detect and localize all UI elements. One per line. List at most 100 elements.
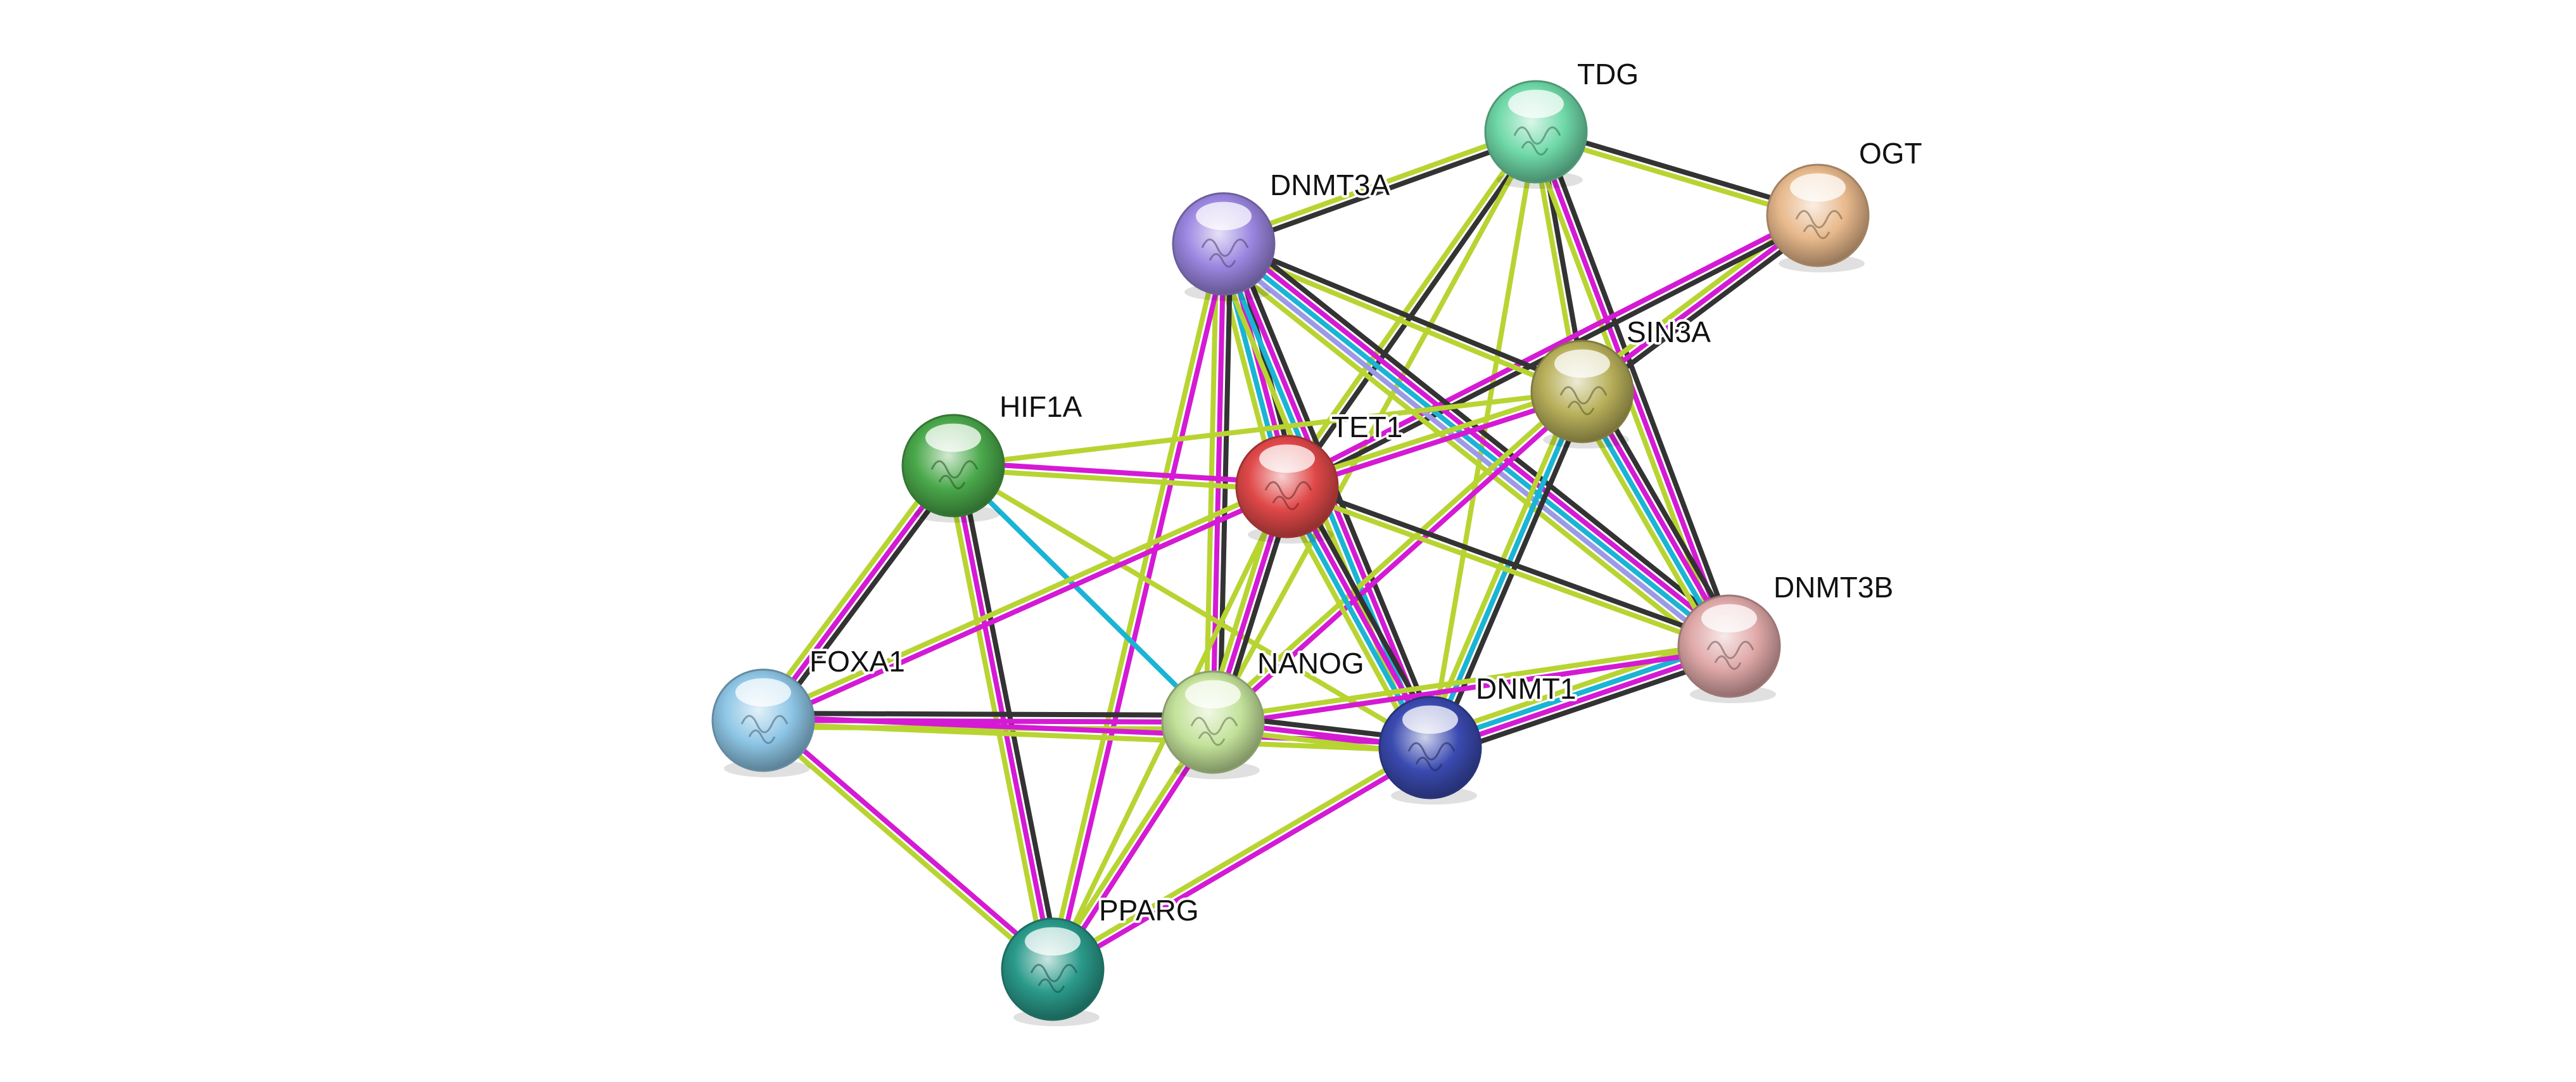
edge-tet1-dnmt3b — [1283, 480, 1733, 652]
edge-strand-yellow — [1210, 129, 1539, 725]
node-nanog[interactable] — [1161, 670, 1265, 779]
node-sin3a[interactable] — [1530, 340, 1634, 449]
edge-strand-yellow — [1210, 640, 1732, 722]
node-label-dnmt3a: DNMT3A — [1270, 169, 1390, 201]
edge-strand-magenta — [1428, 647, 1733, 754]
protein-structure-icon — [930, 460, 979, 490]
edge-strand-yellow — [755, 459, 951, 719]
node-hif1a[interactable] — [901, 414, 1005, 523]
protein-structure-icon — [1030, 964, 1078, 993]
edge-strand-magenta — [762, 487, 1291, 726]
node-dnmt1[interactable] — [1378, 696, 1482, 805]
node-highlight — [735, 678, 791, 707]
edge-strand-yellow — [1208, 386, 1583, 722]
edge-tdg-nanog — [1210, 129, 1539, 725]
node-dnmt3b[interactable] — [1677, 594, 1781, 703]
node-highlight — [1508, 89, 1564, 118]
edge-tet1-foxa1 — [759, 481, 1291, 726]
edge-strand-yellow — [1048, 742, 1431, 969]
edge-strand-yellow — [1220, 125, 1538, 243]
protein-structure-icon — [1795, 210, 1843, 239]
edge-strand-magenta — [1210, 241, 1226, 725]
edge-hif1a-foxa1 — [755, 459, 961, 727]
edge-sin3a-tet1 — [1283, 385, 1586, 493]
edge-tdg-tet1 — [1281, 127, 1542, 492]
protein-structure-icon — [1706, 640, 1754, 670]
edge-strand-black — [1217, 241, 1233, 725]
node-foxa1[interactable] — [711, 668, 815, 777]
edge-strand-magenta — [1210, 647, 1732, 729]
edge-strand-yellow — [1283, 385, 1584, 486]
edge-dnmt3a-pparg — [1046, 240, 1230, 973]
edge-strand-black — [1222, 132, 1540, 250]
edge-strand-cyan — [951, 463, 1215, 725]
node-label-sin3a: SIN3A — [1627, 315, 1711, 348]
edge-strand-yellow — [759, 481, 1288, 720]
edge-strand-yellow — [760, 721, 1433, 754]
edge-strand-black — [761, 711, 1215, 718]
node-tet1[interactable] — [1235, 435, 1339, 544]
node-label-hif1a: HIF1A — [999, 390, 1082, 423]
edge-sin3a-nanog — [1208, 386, 1587, 728]
edge-tdg-dnmt3a — [1220, 125, 1540, 250]
node-label-dnmt3b: DNMT3B — [1773, 571, 1893, 604]
edges-layer — [755, 125, 1825, 975]
node-highlight — [1701, 604, 1757, 633]
edge-strand-black — [1229, 230, 1741, 638]
edge-strand-magenta — [763, 715, 1058, 969]
protein-structure-icon — [1513, 126, 1561, 156]
edge-strand-cyan — [1221, 241, 1732, 649]
edge-strand-yellow — [1212, 252, 1723, 660]
edge-strand-yellow — [758, 720, 1053, 975]
node-label-foxa1: FOXA1 — [809, 645, 905, 678]
edge-strand-yellow — [1046, 240, 1223, 971]
edge-dnmt3a-dnmt3b — [1212, 230, 1741, 660]
node-pparg[interactable] — [1001, 917, 1105, 1026]
node-highlight — [1402, 705, 1458, 734]
nodes-layer — [711, 80, 1870, 1026]
edge-strand-black — [1287, 131, 1542, 492]
node-highlight — [1196, 201, 1252, 231]
node-highlight — [925, 423, 981, 452]
node-ogt[interactable] — [1766, 163, 1870, 272]
edge-strand-yellow — [1281, 127, 1536, 487]
edge-strand-magenta — [761, 463, 956, 723]
edge-strand-magenta — [951, 463, 1055, 972]
edge-strand-black — [1285, 480, 1733, 646]
edge-strand-magenta — [1051, 748, 1435, 975]
edge-strand-yellow — [1283, 487, 1731, 652]
edge-dnmt3b-dnmt1 — [1424, 633, 1735, 760]
protein-structure-icon — [740, 715, 789, 744]
node-label-tdg: TDG — [1577, 58, 1639, 91]
node-tdg[interactable] — [1484, 80, 1588, 189]
edge-strand-black — [1222, 238, 1587, 391]
node-highlight — [1554, 349, 1610, 378]
edge-strand-magenta — [1212, 391, 1587, 728]
edge-sin3a-hif1a — [951, 389, 1585, 468]
node-label-pparg: PPARG — [1099, 894, 1199, 927]
protein-structure-icon — [1201, 238, 1249, 268]
protein-structure-icon — [1407, 742, 1456, 772]
edge-hif1a-tet1 — [950, 459, 1290, 493]
protein-structure-icon — [1559, 386, 1608, 416]
node-highlight — [1025, 927, 1081, 956]
edge-strand-yellow — [951, 389, 1585, 468]
edge-strand-magenta — [1285, 392, 1586, 493]
edge-strand-lavender — [1217, 246, 1728, 654]
edge-strand-yellow — [1424, 633, 1729, 741]
protein-structure-icon — [1190, 716, 1238, 746]
node-dnmt3a[interactable] — [1172, 192, 1276, 301]
node-highlight — [1790, 173, 1846, 202]
edge-strand-black — [766, 467, 961, 727]
node-highlight — [1185, 680, 1241, 709]
edge-strand-yellow — [950, 466, 1290, 493]
edge-dnmt3b-nanog — [1210, 640, 1732, 729]
edge-strand-black — [1431, 653, 1735, 760]
edge-strand-magenta — [951, 459, 1290, 486]
edge-hif1a-nanog — [951, 463, 1215, 725]
edge-strand-cyan — [1426, 640, 1731, 747]
edge-strand-magenta — [1053, 242, 1230, 973]
edge-strand-magenta — [1225, 236, 1736, 644]
